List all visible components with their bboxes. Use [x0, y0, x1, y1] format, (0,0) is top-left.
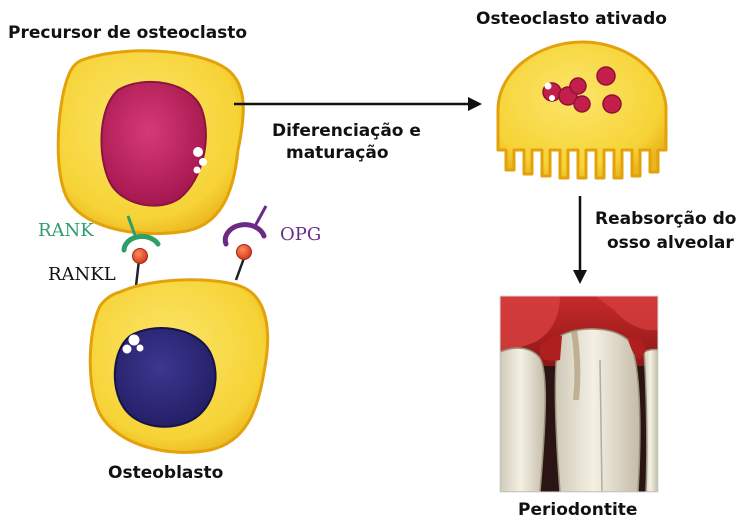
osteoclast-vesicle [545, 83, 552, 90]
resorption-arrow [573, 196, 587, 284]
osteoclast-nucleus [574, 96, 590, 112]
osteoclast-nucleus [570, 78, 586, 94]
activated-osteoclast-cell [498, 42, 666, 178]
osteoblast-cell [90, 280, 267, 453]
precursor-vesicle [193, 147, 203, 157]
tooth-left [500, 348, 545, 492]
opg-decoy-receptor [225, 206, 266, 244]
tooth-middle [555, 329, 639, 492]
rank-label: RANK [38, 220, 94, 241]
resorption-label-line1: Reabsorção do [595, 209, 736, 229]
precursor-vesicle [199, 158, 207, 166]
periodontitis-label: Periodontite [518, 500, 637, 520]
opg-label: OPG [280, 224, 321, 245]
osteoblast-vesicle [123, 345, 132, 354]
osteoblast-label: Osteoblasto [108, 463, 223, 483]
precursor-nucleus [101, 82, 205, 206]
periodontitis-photo [500, 296, 658, 492]
tooth-right [644, 350, 658, 493]
activated-osteoclast-title: Osteoclasto ativado [476, 9, 667, 29]
exposed-root [574, 330, 577, 400]
opg-bound-ligand [236, 245, 252, 281]
rankl-label: RANKL [48, 264, 116, 285]
osteoblast-vesicle [129, 335, 140, 346]
differentiation-label-line2: maturação [286, 143, 389, 163]
osteoclast-vesicle [549, 95, 555, 101]
osteoclast-nucleus [597, 67, 615, 85]
precursor-vesicle [194, 167, 201, 174]
rankl-ligand [133, 249, 148, 287]
precursor-title: Precursor de osteoclasto [8, 23, 247, 43]
osteoclast-nucleus [603, 95, 621, 113]
osteoblast-vesicle [137, 345, 144, 352]
resorption-label-line2: osso alveolar [607, 233, 734, 253]
differentiation-arrow [234, 97, 482, 111]
osteoclast-precursor-cell [58, 51, 243, 234]
differentiation-label-line1: Diferenciação e [272, 121, 421, 141]
